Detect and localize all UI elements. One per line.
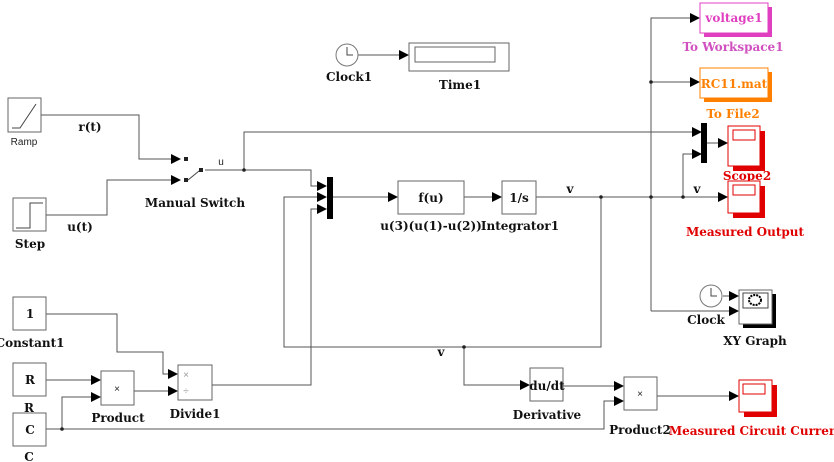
wire-u-to-mux2[interactable] (243, 127, 702, 170)
junction (60, 427, 64, 431)
block-text: ÷ (183, 386, 189, 397)
block-label: Product2 (609, 423, 671, 437)
fcn-block[interactable]: f(u) u(3)(u(1)-u(2)) (380, 180, 482, 233)
block-label: Clock (687, 313, 725, 327)
scope-screen-icon (732, 129, 756, 141)
signal-label-u-in: u(t) (67, 220, 93, 234)
junction (649, 80, 653, 84)
block-text: 1/s (509, 191, 529, 205)
block-text: × (183, 370, 189, 381)
wire-v-mux2[interactable] (682, 149, 702, 197)
to-file-block[interactable]: RC11.mat To File2 (699, 67, 772, 121)
block-label: C (24, 450, 34, 462)
xy-plot-icon (748, 294, 762, 306)
divide1-block[interactable]: × ÷ Divide1 (170, 364, 221, 421)
ramp-block[interactable]: Ramp (7, 97, 42, 148)
step-icon (16, 202, 43, 229)
block-text: voltage1 (704, 11, 762, 25)
wire-switch-out[interactable] (205, 169, 327, 191)
wire-v-derivative[interactable] (463, 347, 530, 390)
scope-screen-icon (742, 383, 766, 395)
product-block[interactable]: × Product (91, 370, 145, 425)
block-label: To Workspace1 (682, 40, 783, 54)
signal-label-v: v (566, 182, 575, 196)
block-text: R (25, 373, 36, 387)
block-text: RC11.mat (701, 77, 768, 91)
junction (649, 195, 653, 199)
c-block[interactable]: C C (12, 412, 47, 462)
block-text: f(u) (418, 191, 443, 205)
manual-switch[interactable]: Manual Switch (145, 157, 245, 210)
r-block[interactable]: R R (12, 362, 47, 415)
block-label: Measured Circuit Current (669, 424, 834, 438)
block-label: Integrator1 (481, 219, 559, 233)
block-text: du/dt (529, 379, 565, 393)
junction (462, 345, 466, 349)
clock-block[interactable]: Clock (687, 284, 726, 327)
scope2-block[interactable]: Scope2 (723, 125, 771, 183)
wire-c-product2[interactable] (62, 396, 624, 430)
block-label: R (24, 401, 35, 415)
wire-c[interactable] (46, 392, 101, 430)
junction (599, 195, 603, 199)
xy-graph-block[interactable]: XY Graph (723, 289, 787, 348)
mux-block[interactable] (327, 177, 333, 219)
wire-constant[interactable] (46, 313, 178, 379)
block-label: Measured Output (686, 225, 805, 239)
block-label: Constant1 (0, 336, 64, 350)
constant1-block[interactable]: 1 Constant1 (0, 296, 64, 350)
wire-v-feedback[interactable] (283, 192, 602, 348)
block-label: Step (15, 237, 45, 251)
block-label: Product (91, 411, 145, 425)
clock1-block[interactable]: Clock1 (326, 43, 372, 84)
signal-label-r: r(t) (78, 120, 101, 134)
to-workspace-block[interactable]: voltage1 To Workspace1 (682, 2, 784, 54)
signal-label-v: v (437, 345, 446, 359)
block-label: XY Graph (723, 334, 787, 348)
block-text: × (114, 384, 120, 395)
signal-label-u: u (218, 157, 224, 168)
block-label: Ramp (11, 137, 38, 148)
step-block[interactable]: Step (12, 197, 47, 251)
derivative-block[interactable]: du/dt Derivative (513, 367, 582, 422)
block-label: Derivative (513, 408, 582, 422)
block-label: Scope2 (723, 169, 771, 183)
block-text: × (637, 389, 643, 400)
signal-label-v: v (693, 182, 702, 196)
wire-step[interactable] (46, 175, 181, 216)
block-label: To File2 (706, 107, 759, 121)
wire-v-bus[interactable] (650, 13, 700, 311)
signal-lines (41, 13, 739, 431)
wire-ramp[interactable] (41, 114, 181, 164)
junction (242, 168, 246, 172)
block-label: u(3)(u(1)-u(2)) (380, 219, 482, 233)
ramp-icon (12, 103, 37, 129)
block-text: 1 (26, 307, 34, 321)
wire-divide-out[interactable] (212, 204, 327, 386)
block-label: Time1 (439, 78, 481, 92)
scope-screen-icon (732, 184, 756, 196)
clock-icon (710, 288, 717, 297)
measured-output-scope[interactable]: Measured Output (686, 180, 805, 239)
block-label: Divide1 (170, 407, 221, 421)
time1-display[interactable]: Time1 (408, 42, 510, 92)
block-label: Manual Switch (145, 196, 245, 210)
product2-block[interactable]: × Product2 (609, 376, 671, 437)
mux2-block[interactable] (701, 123, 707, 163)
block-label: Clock1 (326, 70, 372, 84)
junction (681, 195, 685, 199)
integrator-block[interactable]: 1/s Integrator1 (481, 180, 559, 233)
clock-icon (346, 47, 353, 56)
measured-circuit-current-scope[interactable]: Measured Circuit Current (669, 379, 834, 438)
switch-lever (187, 170, 200, 181)
block-text: C (25, 423, 35, 437)
